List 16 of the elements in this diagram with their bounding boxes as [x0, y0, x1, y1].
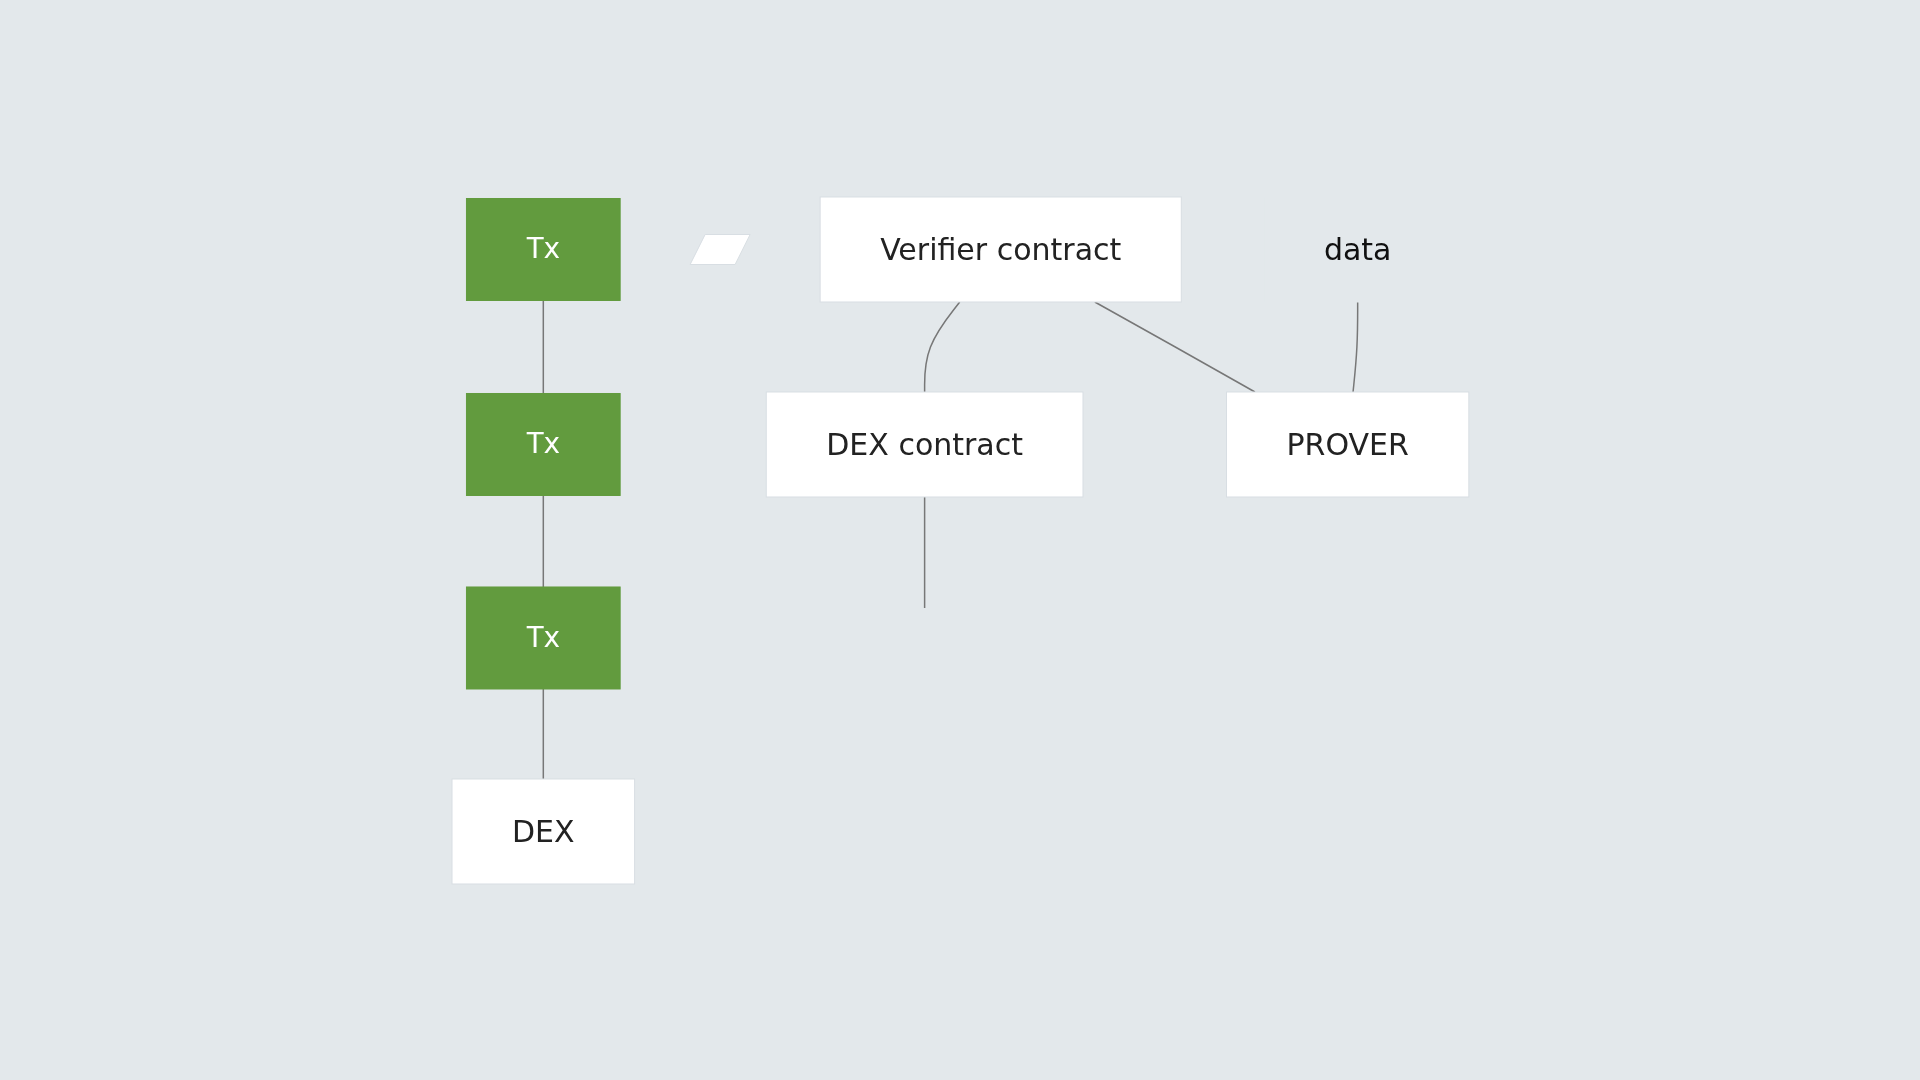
connector [1093, 300, 1256, 393]
node-box: PROVER [1225, 391, 1469, 497]
node-box: Tx [465, 392, 621, 496]
connector [542, 494, 544, 588]
connector [542, 687, 544, 780]
node-box: DEX [451, 778, 635, 884]
node-box: Verifier contract [819, 196, 1182, 302]
node-box: Tx [465, 197, 621, 301]
node-box [689, 233, 751, 265]
connector [542, 299, 544, 394]
node-box: DEX contract [765, 391, 1084, 497]
connector [923, 495, 925, 609]
connector [1351, 300, 1358, 393]
node-text: data [1323, 231, 1392, 267]
node-box: Tx [465, 586, 621, 689]
connector [923, 300, 961, 393]
